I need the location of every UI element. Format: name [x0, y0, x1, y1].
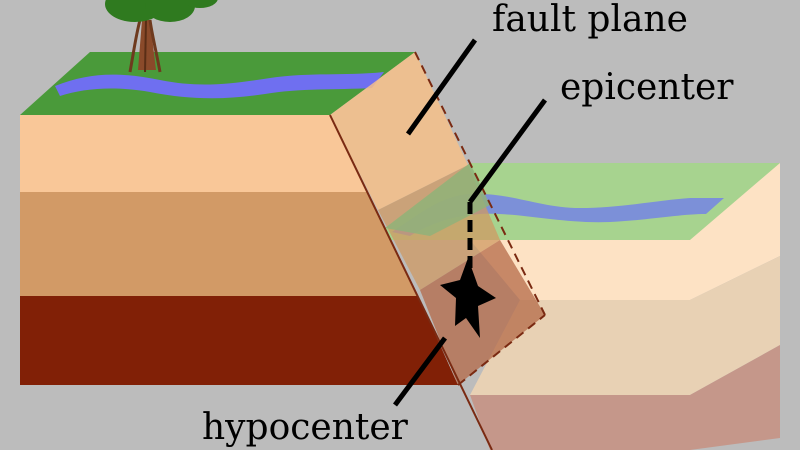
epicenter-label: epicenter — [560, 67, 734, 108]
fault-plane-label: fault plane — [492, 0, 688, 40]
left-block-bottom-layer — [20, 296, 458, 385]
hypocenter-pointer — [392, 336, 448, 407]
left-block-grass-surface — [20, 52, 415, 115]
hypocenter-label: hypocenter — [202, 407, 408, 448]
fault-slab-green-patch — [385, 163, 490, 236]
left-block — [20, 52, 458, 385]
right-block-middle-layer — [690, 256, 780, 395]
fault-edge-bottom — [457, 314, 546, 386]
left-block-top-layer — [20, 115, 368, 192]
fault-edge-front — [329, 114, 493, 450]
right-block-front-bottom — [470, 395, 690, 450]
fault-plane-pointer — [405, 38, 478, 136]
fault-slab-top-band — [330, 52, 468, 210]
star-icon — [440, 258, 496, 338]
right-block-bottom-layer — [690, 345, 780, 450]
fault-slab-lower-band — [420, 240, 545, 385]
right-block-top-layer — [690, 163, 780, 300]
left-block-middle-layer — [20, 192, 418, 296]
tree-icon — [105, 0, 218, 73]
epicenter-pointer — [467, 98, 548, 204]
left-block-river — [55, 72, 384, 99]
fault-plane-surface — [329, 51, 546, 450]
